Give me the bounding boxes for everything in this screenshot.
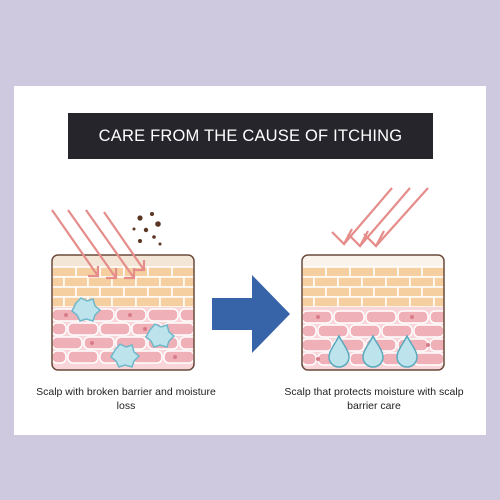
dandruff-particles-icon: [132, 212, 162, 246]
uv-ray-arrows-icon: [51, 209, 146, 280]
reflected-ray-arrows-icon: [331, 187, 429, 248]
title-banner: CARE FROM THE CAUSE OF ITCHING: [68, 113, 433, 159]
epidermis-layer: [52, 266, 194, 308]
damaged-scalp-illustration: [51, 254, 195, 371]
healthy-scalp-illustration: [301, 254, 445, 371]
damaged-cell-icon: [71, 297, 176, 368]
title-text: CARE FROM THE CAUSE OF ITCHING: [98, 126, 403, 145]
water-drop-icon: [328, 334, 418, 368]
epidermis-layer: [302, 266, 444, 308]
right-arrow-icon: [212, 275, 290, 353]
damaged-scalp-caption: Scalp with broken barrier and moisture l…: [36, 386, 216, 412]
healthy-scalp-caption: Scalp that protects moisture with scalp …: [284, 386, 464, 412]
